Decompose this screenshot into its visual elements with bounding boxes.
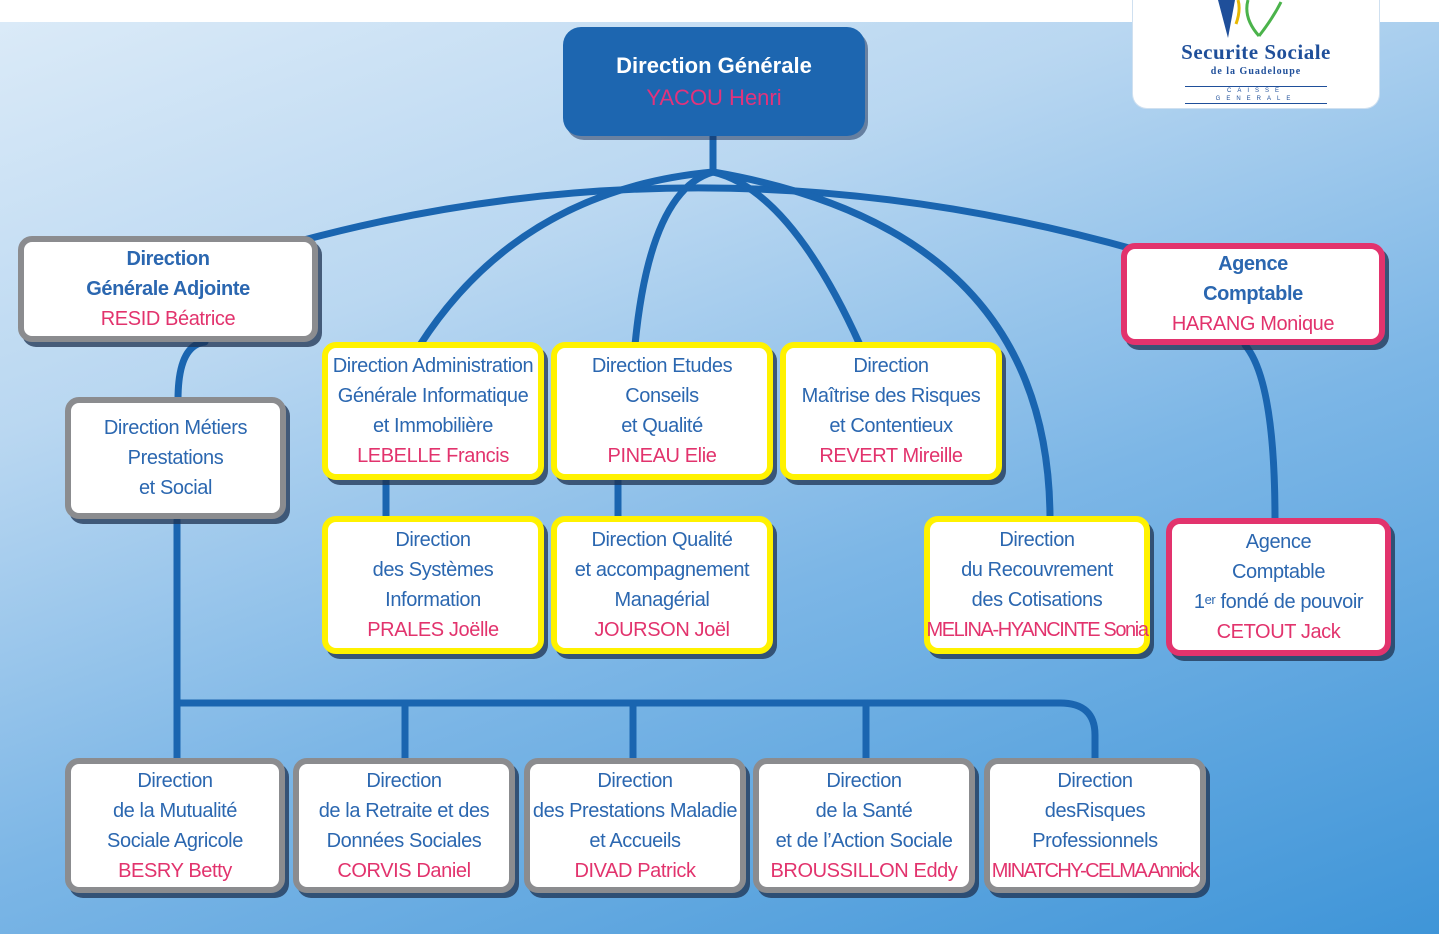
systemes-box: Direction des Systèmes Information PRALE… (322, 516, 544, 654)
securite-sociale-logo: Securite Sociale de la Guadeloupe CAISSE… (1133, 0, 1379, 108)
box-person: BROUSSILLON Eddy (770, 859, 958, 882)
logo-sub-text: de la Guadeloupe (1210, 66, 1302, 77)
box-line: Direction (999, 529, 1075, 551)
box-line: et Contentieux (829, 415, 953, 437)
box-line: Sociale Agricole (107, 829, 243, 852)
box-person: MINATCHY-CELMA Annick (991, 859, 1200, 882)
retraite-box: Direction de la Retraite et des Données … (293, 758, 515, 893)
agence2-box: Agence Comptable 1er fondé de pouvoir CE… (1166, 518, 1391, 656)
box-line: de la Mutualité (112, 799, 238, 822)
risques-box: Direction Maîtrise des Risques et Conten… (780, 342, 1002, 480)
qualite-box: Direction Qualité et accompagnement Mana… (551, 516, 773, 654)
box-line-rest: fondé de pouvoir (1215, 591, 1364, 613)
box-line: et accompagnement (574, 559, 750, 581)
agence1-box: Agence Comptable HARANG Monique (1121, 243, 1385, 345)
box-line: Conseils (625, 385, 699, 407)
metiers-box: Direction Métiers Prestations et Social (65, 397, 286, 519)
logo-main-text: Securite Sociale (1181, 40, 1331, 64)
msa-box: Direction de la Mutualité Sociale Agrico… (65, 758, 285, 893)
box-line: Direction Métiers (103, 417, 248, 439)
box-line: Direction (137, 769, 213, 792)
box-line: Agence (1218, 253, 1288, 275)
box-line: Générale Adjointe (86, 278, 250, 300)
box-line: de la Retraite et des (318, 799, 490, 822)
box-person: DIVAD Patrick (574, 859, 696, 882)
box-line: et Qualité (621, 415, 703, 437)
box-line: de la Santé (815, 799, 913, 822)
box-line: et de l’Action Sociale (775, 829, 953, 852)
logo-sub2-text: CAISSE GENERALE (1185, 86, 1327, 104)
box-line: et Immobilière (373, 415, 493, 437)
box-line: Agence (1245, 531, 1312, 553)
box-line: Professionnels (1032, 829, 1158, 852)
box-line: Direction (826, 769, 902, 792)
box-line: et Accueils (589, 829, 681, 852)
agif-box: Direction Administration Générale Inform… (322, 342, 544, 480)
box-line: Prestations (127, 447, 224, 469)
box-person: PRALES Joëlle (367, 619, 499, 641)
box-line: Générale Informatique (337, 385, 529, 407)
box-line: Direction (366, 769, 442, 792)
box-line: Direction Administration (332, 355, 534, 377)
box-line: Managérial (614, 589, 710, 611)
box-line: Direction (853, 355, 929, 377)
box-line: Comptable (1203, 283, 1303, 305)
box-line: des Systèmes (372, 559, 494, 581)
box-line: Direction (1057, 769, 1133, 792)
box-line-num: 1 (1193, 591, 1205, 613)
box-line: du Recouvrement (961, 559, 1113, 581)
box-person: BESRY Betty (118, 859, 232, 882)
box-line-sup: er (1204, 592, 1216, 607)
box-person: YACOU Henri (646, 84, 782, 110)
box-line: Information (385, 589, 481, 611)
box-person: HARANG Monique (1171, 313, 1335, 335)
box-person: PINEAU Elie (607, 445, 717, 467)
sante-box: Direction de la Santé et de l’Action Soc… (753, 758, 975, 893)
box-line: Maîtrise des Risques (801, 385, 981, 407)
box-line: et Social (138, 477, 213, 499)
box-line: des Cotisations (971, 589, 1103, 611)
direction-generale-box: Direction Générale YACOU Henri (563, 27, 865, 136)
box-person: MELINA-HYANCINTE Sonia (926, 619, 1149, 641)
box-line: Données Sociales (326, 829, 482, 852)
box-person: RESID Béatrice (100, 308, 236, 330)
box-person: JOURSON Joël (594, 619, 730, 641)
pro-box: Direction desRisques Professionnels MINA… (984, 758, 1206, 893)
box-line: Comptable (1231, 561, 1326, 583)
box-line: des Prestations Maladie (532, 799, 738, 822)
box-person: CORVIS Daniel (337, 859, 471, 882)
box-line: Direction Etudes (591, 355, 733, 377)
box-line: desRisques (1044, 799, 1146, 822)
box-line: Direction (126, 248, 210, 270)
box-line: Direction Qualité (591, 529, 733, 551)
maladie-box: Direction des Prestations Maladie et Acc… (524, 758, 746, 893)
top-band (0, 0, 1439, 22)
dga-box: Direction Générale Adjointe RESID Béatri… (18, 236, 318, 342)
box-person: CETOUT Jack (1216, 621, 1341, 643)
box-title: Direction Générale (616, 52, 812, 78)
box-person: REVERT Mireille (819, 445, 963, 467)
logo-figure-icon (1218, 0, 1283, 38)
box-person: LEBELLE Francis (357, 445, 509, 467)
recouvrement-box: Direction du Recouvrement des Cotisation… (924, 516, 1150, 654)
etudes-box: Direction Etudes Conseils et Qualité PIN… (551, 342, 773, 480)
box-line: Direction (395, 529, 471, 551)
box-line: 1er fondé de pouvoir (1193, 587, 1364, 617)
box-line: Direction (597, 769, 673, 792)
